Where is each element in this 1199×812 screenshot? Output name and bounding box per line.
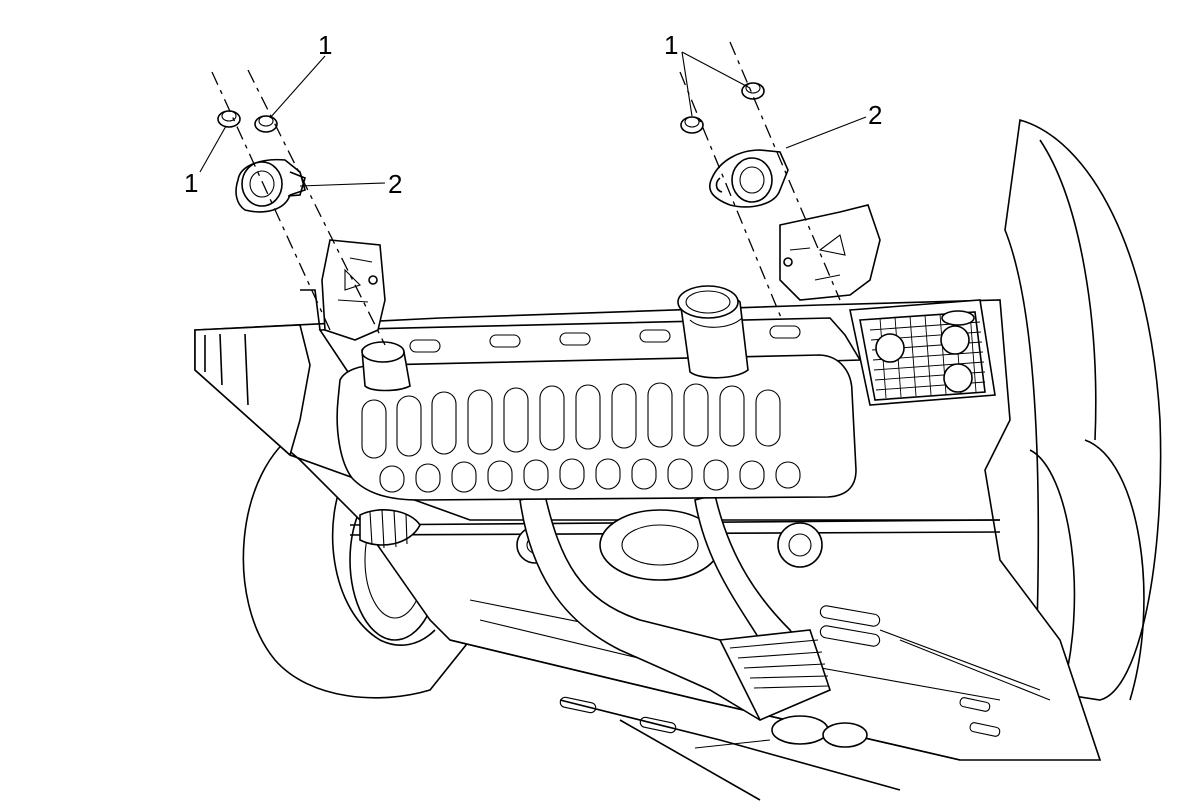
- right-insulator: [708, 149, 789, 208]
- left-nut-lower: [217, 110, 241, 128]
- callout-left-nut-bottom: 1: [184, 168, 198, 198]
- rear-muffler: [336, 341, 857, 501]
- left-hanger-bracket: [321, 239, 386, 341]
- callout-right-insulator: 2: [868, 100, 882, 130]
- right-rear-tire: [1004, 118, 1162, 701]
- rear-grid-cover: [849, 299, 996, 406]
- leader-lines: [199, 51, 867, 749]
- left-nut-upper: [254, 115, 278, 133]
- callout-left-insulator: 2: [388, 169, 402, 199]
- left-insulator: [235, 158, 306, 213]
- callout-left-nut-top: 1: [318, 30, 332, 60]
- callout-right-nuts: 1: [664, 30, 678, 60]
- exhaust-pipes: [519, 494, 868, 748]
- right-nut-lower: [680, 116, 704, 134]
- alignment-centerlines: [211, 41, 841, 346]
- right-hanger-bracket: [779, 204, 881, 301]
- rear-floor-left: [194, 289, 321, 457]
- tail-pipe: [677, 285, 749, 379]
